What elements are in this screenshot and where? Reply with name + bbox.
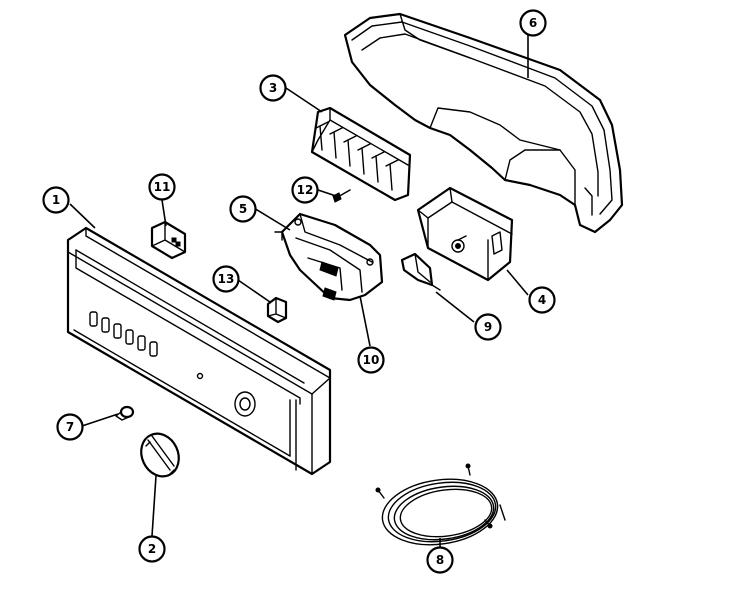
callout-1: 1 (42, 186, 70, 214)
callout-label-7: 7 (66, 420, 74, 434)
part-control-panel (66, 226, 332, 476)
part-switch-block (310, 106, 412, 202)
callout-label-9: 9 (484, 320, 492, 334)
part-switch-lever (400, 252, 441, 291)
callout-label-10: 10 (363, 353, 380, 367)
part-knob (140, 432, 180, 478)
callout-10: 10 (357, 346, 385, 374)
callout-label-1: 1 (52, 193, 60, 207)
part-screw (115, 405, 135, 421)
callout-6: 6 (519, 9, 547, 37)
callout-label-6: 6 (529, 16, 537, 30)
part-rear-housing (343, 12, 624, 234)
part-clip (266, 296, 288, 324)
callout-8: 8 (426, 546, 454, 574)
callout-label-5: 5 (239, 202, 247, 216)
part-wire-harness (375, 463, 506, 546)
callout-label-2: 2 (148, 542, 156, 556)
callout-7: 7 (56, 413, 84, 441)
leader-lines (69, 32, 529, 548)
callout-label-13: 13 (218, 272, 235, 286)
callout-13: 13 (212, 265, 240, 293)
callout-label-4: 4 (538, 293, 546, 307)
callout-3: 3 (259, 74, 287, 102)
callout-label-8: 8 (436, 553, 444, 567)
callout-11: 11 (148, 173, 176, 201)
callout-label-3: 3 (269, 81, 277, 95)
part-timer-motor (416, 186, 514, 282)
part-connector (150, 220, 187, 260)
callout-5: 5 (229, 195, 257, 223)
part-switch-bracket (274, 212, 384, 302)
callout-12: 12 (291, 176, 319, 204)
callout-4: 4 (528, 286, 556, 314)
callout-label-12: 12 (297, 183, 314, 197)
callout-label-11: 11 (154, 180, 171, 194)
panel-indicator-slots (89, 311, 158, 357)
callout-2: 2 (138, 535, 166, 563)
callout-9: 9 (474, 313, 502, 341)
